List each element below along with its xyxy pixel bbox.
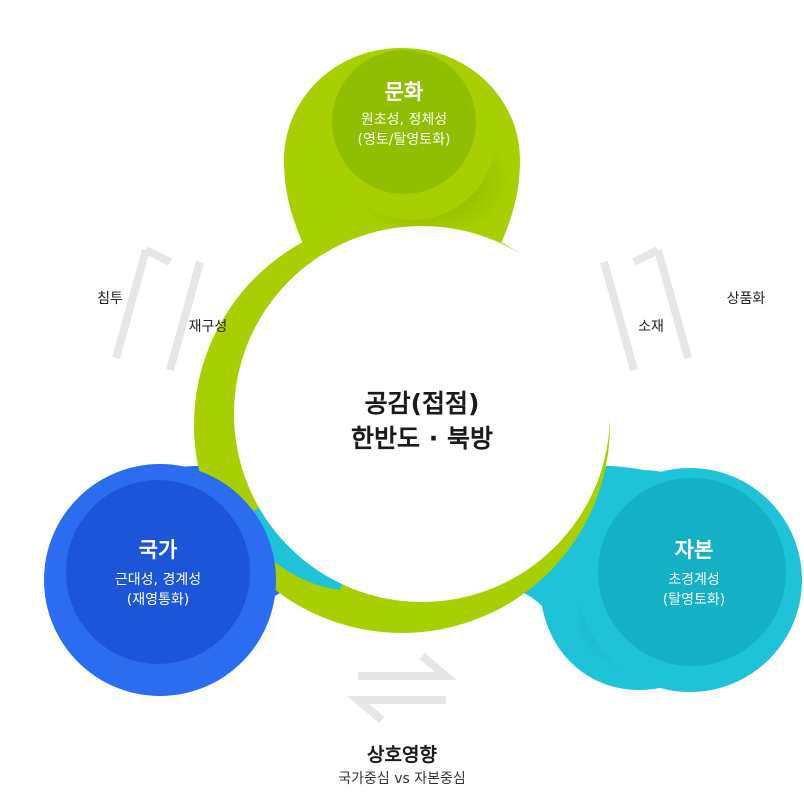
node-capital [578, 468, 802, 692]
node-culture [328, 50, 496, 220]
arrow-right-outer-label: 상품화 [726, 291, 766, 307]
bottom-title: 상호영향 [367, 744, 437, 766]
capital-title: 자본 [674, 538, 714, 562]
arrow-left-outer-label: 침투 [97, 291, 123, 307]
arrow-right-pair [600, 246, 692, 372]
arrow-left-pair [112, 246, 204, 372]
culture-sub2: (영토/탈영토화) [357, 132, 451, 148]
nation-title: 국가 [138, 538, 178, 562]
nation-sub2: (재영통화) [126, 592, 190, 608]
nation-sub1: 근대성, 경계성 [114, 572, 202, 588]
arrow-bottom-pair [346, 652, 458, 724]
culture-title: 문화 [384, 80, 424, 104]
capital-sub2: (탈영토화) [662, 592, 726, 608]
culture-sub1: 원초성, 정체성 [360, 112, 448, 128]
bottom-subtitle: 국가중심 vs 자본중심 [338, 771, 466, 787]
center-circle [234, 226, 610, 602]
capital-sub1: 초경계성 [668, 572, 720, 588]
center-title-line1: 공감(접점) [364, 389, 480, 418]
node-nation [44, 464, 276, 696]
arrow-left-inner-label: 재구성 [188, 319, 228, 335]
center-title-line2: 한반도 · 북방 [351, 424, 493, 453]
arrow-right-inner-label: 소재 [638, 319, 664, 335]
